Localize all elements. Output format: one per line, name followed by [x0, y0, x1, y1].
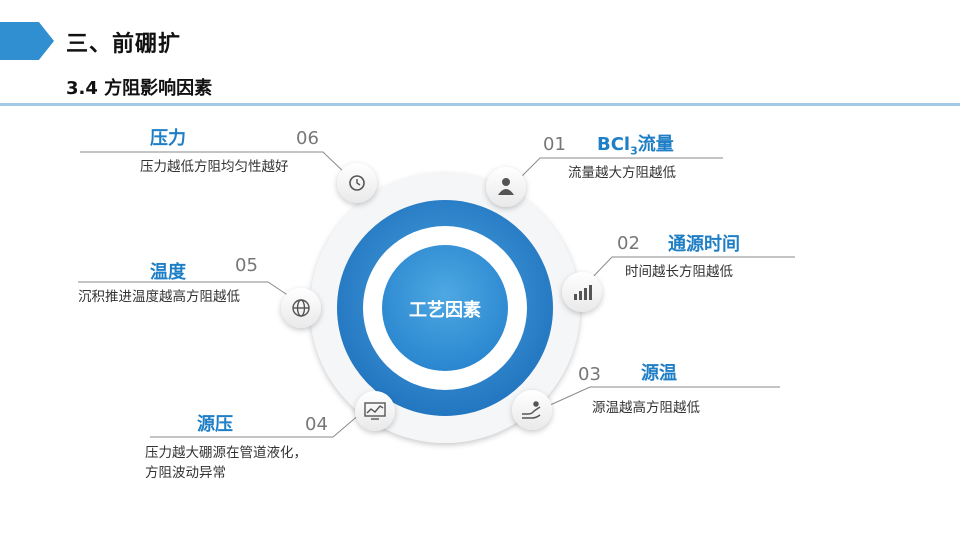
factor-05-number: 05	[235, 255, 258, 276]
factor-06-description: 压力越低方阻均匀性越好	[140, 159, 289, 175]
factor-04-description-line2: 方阻波动异常	[145, 465, 226, 481]
factor-04-number: 04	[305, 414, 328, 435]
bar-chart-icon	[574, 285, 592, 300]
section-subtitle: 3.4 方阻影响因素	[66, 78, 213, 99]
connector-02	[587, 256, 795, 283]
factor-01-title: BCl3流量	[597, 134, 674, 158]
factor-04-description-line1: 压力越大硼源在管道液化，	[145, 445, 307, 461]
factor-01-number: 01	[543, 134, 566, 155]
center-label: 工艺因素	[409, 300, 481, 321]
clock-icon	[349, 175, 365, 191]
factor-02-number: 02	[617, 233, 640, 254]
icon-ball-01	[486, 167, 526, 207]
factor-04-title: 源压	[197, 414, 233, 435]
center-circle	[382, 245, 508, 371]
factor-05-description: 沉积推进温度越高方阻越低	[78, 289, 240, 305]
connector-04	[150, 413, 361, 438]
monitor-chart-icon	[364, 402, 386, 420]
connector-05	[78, 281, 296, 301]
header-divider	[0, 103, 960, 106]
connector-01	[521, 157, 723, 177]
factor-03-title: 源温	[641, 363, 677, 384]
factor-06-title: 压力	[150, 128, 186, 149]
factor-02-description: 时间越长方阻越低	[625, 264, 733, 280]
factor-02-title: 通源时间	[668, 234, 740, 255]
factor-06-number: 06	[296, 128, 319, 149]
factor-03-description: 源温越高方阻越低	[592, 400, 700, 416]
factor-01-description: 流量越大方阻越低	[568, 165, 676, 181]
connector-03	[547, 386, 780, 407]
factor-05-title: 温度	[150, 262, 186, 283]
user-icon	[498, 178, 514, 195]
factor-03-number: 03	[578, 364, 601, 385]
globe-icon	[292, 299, 310, 317]
page-title: 三、前硼扩	[66, 32, 182, 57]
icon-ball-03	[512, 390, 552, 430]
connector-06	[80, 151, 347, 175]
hand-icon	[522, 401, 541, 419]
